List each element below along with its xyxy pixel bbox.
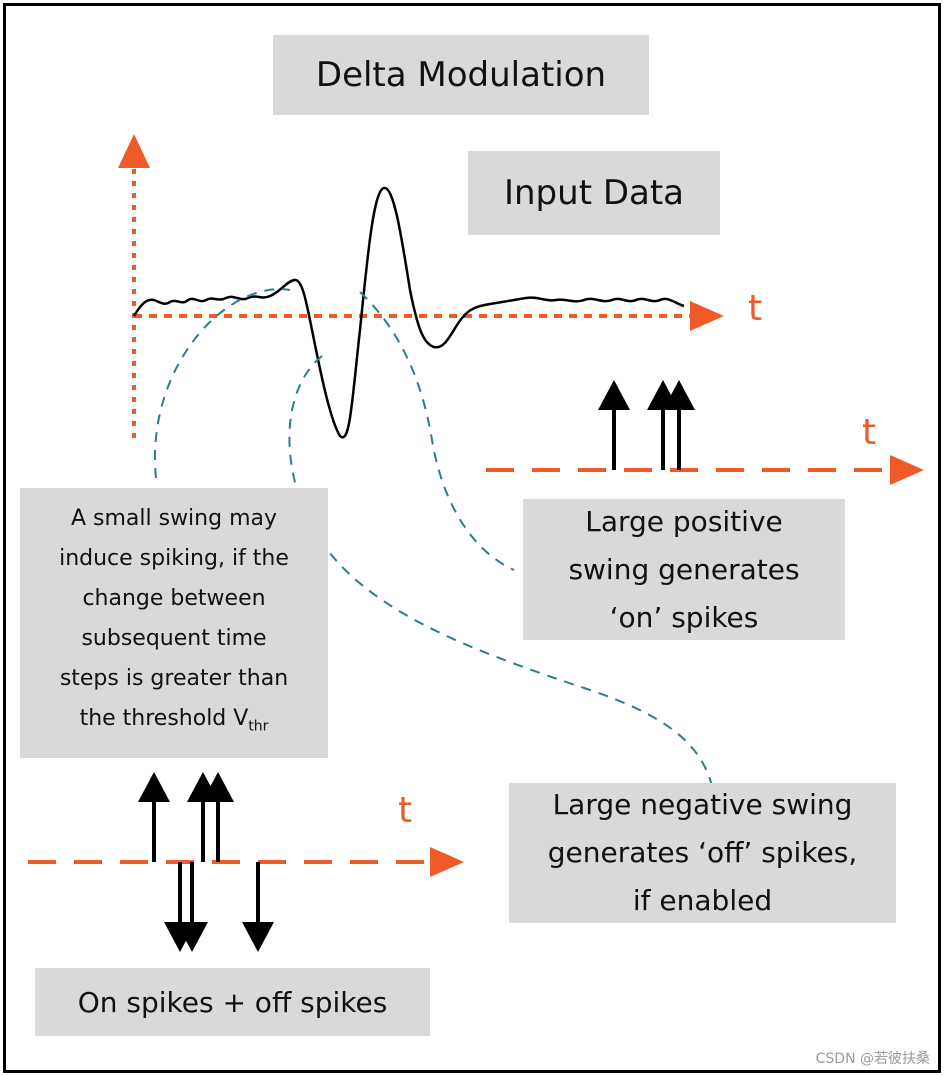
small-swing-line-4: subsequent time <box>81 626 267 652</box>
leader-positive-swing <box>359 291 515 571</box>
negative-swing-line-1: Large negative swing <box>552 788 853 821</box>
small-swing-line-2: induce spiking, if the <box>59 546 289 572</box>
negative-swing-callout: Large negative swing generates ‘off’ spi… <box>509 783 896 923</box>
leader-small-swing <box>154 288 291 479</box>
small-swing-line-3: change between <box>82 586 266 612</box>
small-swing-line-6-text: the threshold V <box>79 706 249 732</box>
on-off-spikes-label: On spikes + off spikes <box>35 968 430 1036</box>
input-signal-line <box>132 186 685 439</box>
on-spike-train <box>486 380 924 485</box>
small-swing-line-1: A small swing may <box>70 506 278 532</box>
negative-swing-line-3: if enabled <box>632 884 773 917</box>
small-swing-callout: A small swing may induce spiking, if the… <box>20 488 328 758</box>
threshold-subscript: thr <box>248 718 269 735</box>
small-swing-line-5: steps is greater than <box>59 666 289 692</box>
positive-swing-line-3: ‘on’ spikes <box>609 600 759 634</box>
on-train-t-label: t <box>862 412 877 453</box>
input-axes <box>118 134 724 438</box>
x-axis-arrowhead <box>690 301 724 331</box>
input-data-label: Input Data <box>468 151 720 235</box>
positive-swing-callout: Large positive swing generates ‘on’ spik… <box>523 499 845 640</box>
on-off-spikes-label-text: On spikes + off spikes <box>77 985 388 1019</box>
y-axis-arrowhead <box>118 134 150 168</box>
input-t-label: t <box>748 288 763 329</box>
diagram-title: Delta Modulation <box>273 35 649 115</box>
negative-swing-line-2: generates ‘off’ spikes, <box>547 836 858 869</box>
on-off-train-t-label: t <box>398 790 413 831</box>
positive-swing-line-1: Large positive <box>585 504 783 538</box>
leader-lines <box>154 288 713 787</box>
watermark: CSDN @若彼扶桑 <box>815 1051 930 1067</box>
on-off-spike-train <box>28 772 464 952</box>
diagram-title-text: Delta Modulation <box>315 55 607 95</box>
input-data-label-text: Input Data <box>503 173 685 213</box>
leader-negative-swing <box>288 355 713 787</box>
small-swing-line-6: the threshold Vthr <box>80 699 269 746</box>
positive-swing-line-2: swing generates <box>568 552 800 586</box>
